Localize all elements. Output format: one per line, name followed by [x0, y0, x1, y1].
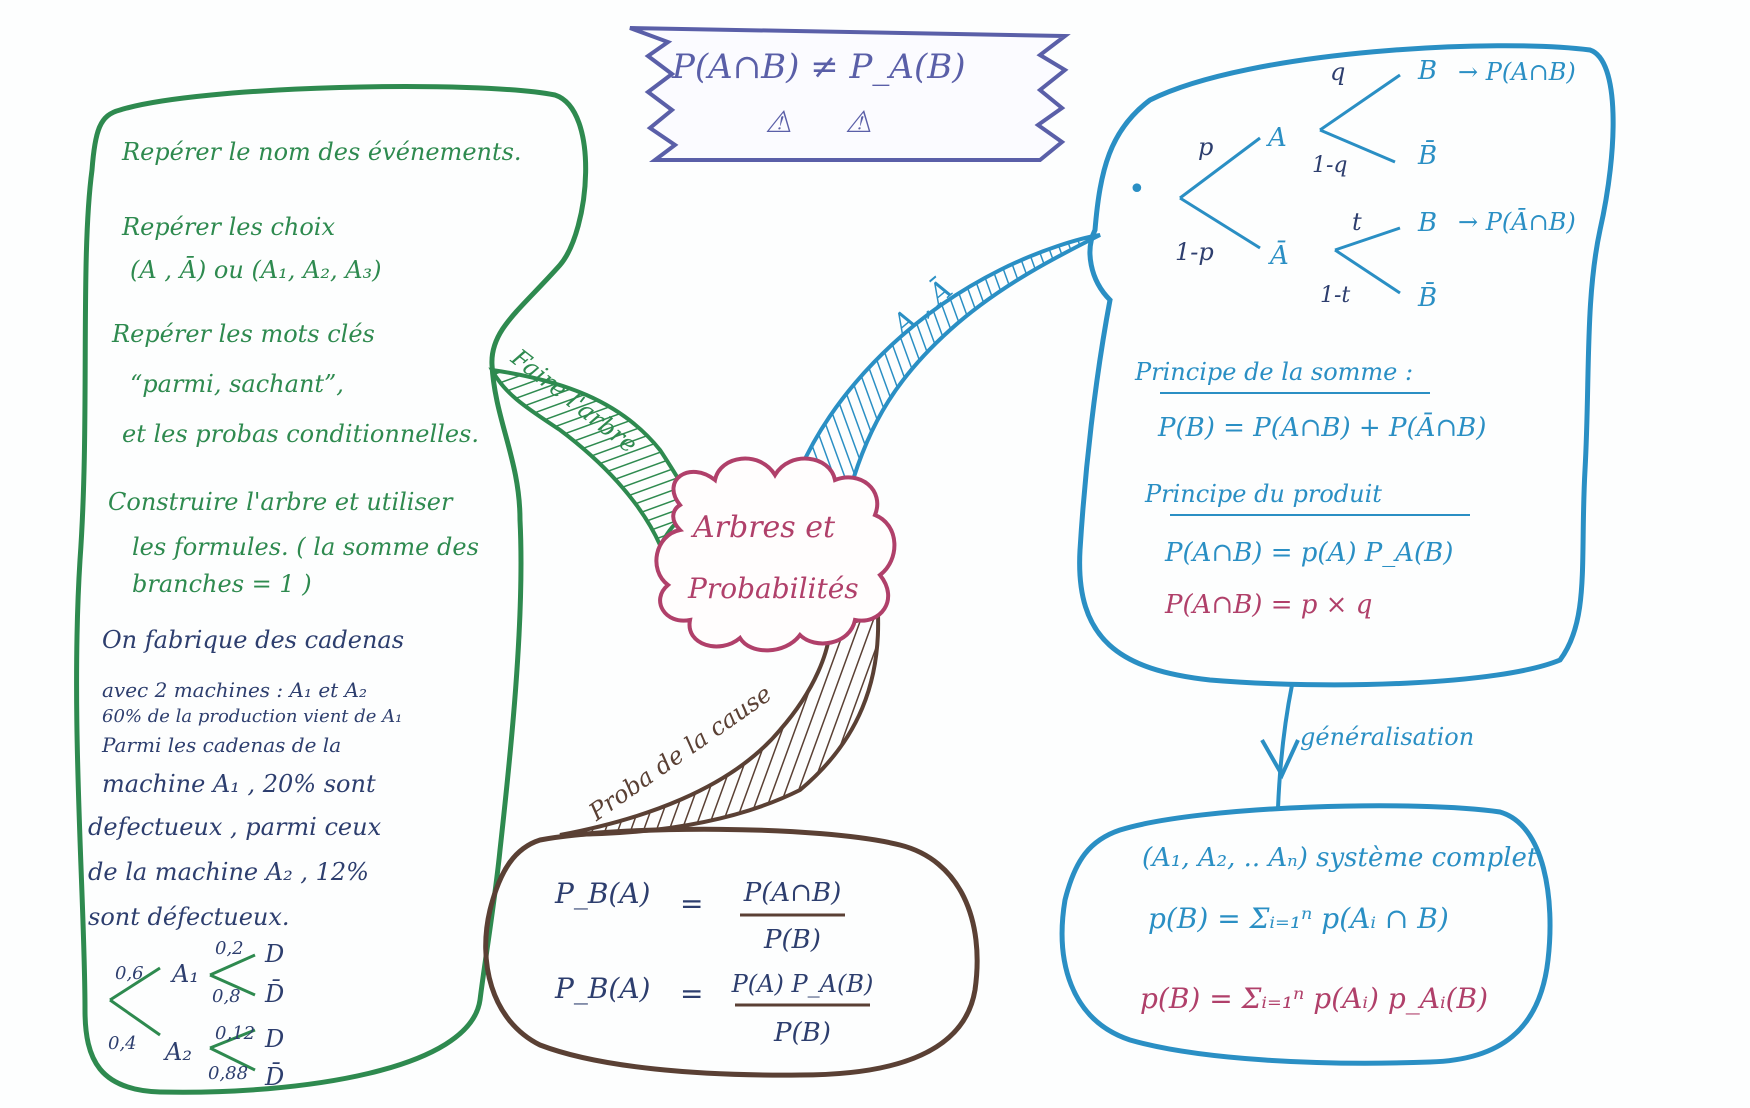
example-line-5: machine A₁ , 20% sont: [102, 770, 376, 798]
center-label-line1: Arbres et: [693, 510, 836, 545]
bayes-den-1: P(B): [764, 925, 821, 955]
example-line-1: On fabrique des cadenas: [102, 626, 405, 654]
right-tree-Bbar2: B̄: [1418, 283, 1438, 313]
title-banner-outline: [629, 26, 1071, 162]
right-tree-B1: B: [1418, 56, 1438, 86]
left-bullet-2: Repérer les choix: [122, 213, 335, 241]
left-bullet-3c: et les probas conditionnelles.: [122, 420, 479, 448]
left-tree-q3: 0,12: [215, 1023, 256, 1044]
left-tree-q2: 0,8: [212, 986, 241, 1007]
right-tree-q: q: [1330, 58, 1346, 86]
left-tree-dbar1: D̄: [265, 980, 285, 1008]
bayes-eq-2: =: [680, 977, 704, 1010]
left-bullet-4: Construire l'arbre et utiliser: [108, 488, 453, 516]
sum-title: Principe de la somme :: [1135, 358, 1414, 386]
example-line-2: avec 2 machines : A₁ et A₂: [102, 678, 368, 702]
center-cloud-outline: [654, 456, 897, 653]
branch-left-shape: [488, 367, 702, 549]
left-tree-p2: 0,4: [108, 1033, 137, 1054]
right-tree-1mq: 1-q: [1312, 153, 1348, 178]
right-panel-outline: [1077, 43, 1616, 688]
center-label-line2: Probabilités: [688, 572, 859, 605]
left-bullet-1: Repérer le nom des événements.: [122, 138, 522, 166]
prod-formula-2: P(A∩B) = p × q: [1165, 590, 1373, 620]
right-tree-1mt: 1-t: [1320, 283, 1351, 308]
left-bullet-3: Repérer les mots clés: [112, 320, 375, 348]
total-prob-formula-2: p(B) = Σᵢ₌₁ⁿ p(Aᵢ) p_Aᵢ(B): [1140, 982, 1489, 1015]
left-bullet-4c: branches = 1 ): [132, 570, 312, 598]
example-line-8: sont défectueux.: [88, 903, 290, 931]
right-tree-res2: → P(Ā∩B): [1458, 208, 1576, 236]
total-prob-formula-1: p(B) = Σᵢ₌₁ⁿ p(Aᵢ ∩ B): [1148, 902, 1449, 935]
right-tree-Bbar1: B̄: [1418, 141, 1438, 171]
left-tree-d2: D: [265, 1025, 285, 1053]
example-line-4: Parmi les cadenas de la: [102, 733, 342, 757]
warning-icon: ⚠: [765, 105, 792, 140]
complete-system: (A₁, A₂, .. Aₙ) système complet: [1142, 843, 1538, 873]
bayes-num-2: P(A) P_A(B): [731, 970, 874, 998]
bayes-den-2: P(B): [774, 1018, 831, 1048]
bayes-lhs-2: P_B(A): [555, 972, 651, 1005]
bayes-lhs-1: P_B(A): [555, 877, 651, 910]
bayes-eq-1: =: [680, 887, 704, 920]
left-tree-q4: 0,88: [208, 1063, 249, 1084]
right-tree-res1: → P(A∩B): [1458, 58, 1576, 86]
left-bullet-2b: (A , Ā) ou (A₁, A₂, A₃): [130, 256, 382, 284]
left-tree-dbar2: D̄: [265, 1063, 285, 1091]
left-tree-lines: [109, 953, 256, 1072]
left-tree-p1: 0,6: [115, 963, 144, 984]
bayes-num-1: P(A∩B): [743, 878, 842, 908]
title-formula: P(A∩B) ≠ P_A(B): [672, 47, 966, 87]
bottom-center-panel-outline: [483, 826, 980, 1078]
warning-icon: ⚠: [845, 105, 872, 140]
right-tree-p: p: [1198, 133, 1214, 161]
left-bullet-4b: les formules. ( la somme des: [132, 533, 479, 561]
right-tree-t: t: [1352, 208, 1362, 236]
right-tree-Abar: Ā: [1270, 241, 1289, 271]
bottom-right-panel-outline: [1059, 803, 1553, 1066]
right-tree-lines: [1179, 73, 1401, 295]
left-tree-d1: D: [265, 940, 285, 968]
right-tree-dot: •: [1128, 172, 1146, 207]
example-line-7: de la machine A₂ , 12%: [88, 858, 369, 886]
prod-formula-1: P(A∩B) = p(A) P_A(B): [1165, 538, 1454, 568]
example-line-3: 60% de la production vient de A₁: [102, 706, 403, 727]
left-tree-q1: 0,2: [215, 938, 244, 959]
left-tree-n2: A₂: [165, 1038, 192, 1066]
right-tree-A: A: [1268, 123, 1287, 153]
example-line-6: defectueux , parmi ceux: [88, 813, 382, 841]
sum-formula: P(B) = P(A∩B) + P(Ā∩B): [1158, 413, 1487, 443]
right-tree-B2: B: [1418, 208, 1438, 238]
left-bullet-3b: “parmi, sachant”,: [130, 370, 344, 398]
branch-right-shape: [797, 233, 1101, 493]
generalisation-arrow: [1276, 684, 1294, 809]
prod-title: Principe du produit: [1145, 480, 1382, 508]
generalisation-label: généralisation: [1300, 723, 1475, 751]
generalisation-arrowhead: [1260, 739, 1300, 780]
left-tree-n1: A₁: [172, 960, 199, 988]
right-tree-1mp: 1-p: [1175, 238, 1214, 266]
